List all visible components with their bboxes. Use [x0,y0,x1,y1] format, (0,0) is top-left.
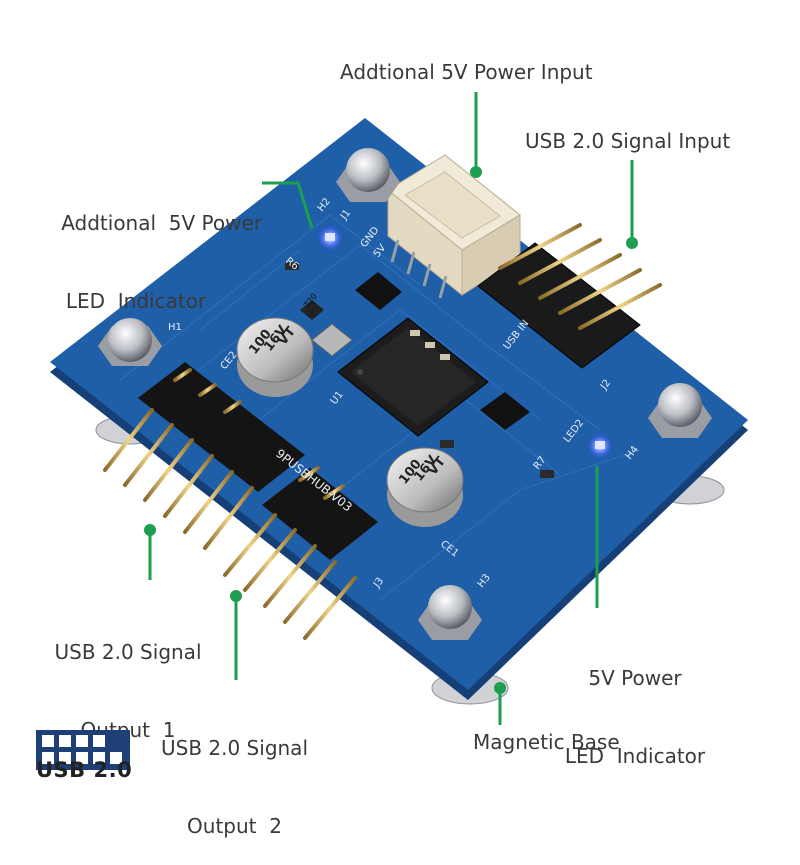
label-output-2-line2: Output 2 [187,814,282,838]
crystal [311,323,353,357]
nut-h3 [418,585,482,640]
output-pin-header-1 [103,362,305,550]
nut-h2 [336,148,400,202]
label-power-input: Addtional 5V Power Input [340,60,593,84]
label-power-led: Addtional 5V Power LED Indicator [30,158,262,340]
label-output-2-line1: USB 2.0 Signal [160,736,308,760]
nut-h1 [98,318,162,366]
label-power-led-line2: LED Indicator [65,289,207,313]
usb-logo-icon [36,730,130,770]
capacitor-ce2 [236,317,314,397]
power-led [586,432,614,460]
label-signal-input: USB 2.0 Signal Input [525,129,731,153]
output-pin-header-2 [223,466,378,640]
label-magnetic-base: Magnetic Base [473,730,620,754]
label-5v-led-line1: 5V Power [588,666,682,690]
power-input-led [316,224,344,252]
capacitor-ce1 [386,447,464,527]
usb-logo-text: USB 2.0 [36,758,133,782]
hub-chip [337,317,489,437]
label-output-1-line1: USB 2.0 Signal [54,640,202,664]
pcb-illustration: 9PUSBHUB-V03 H1 H2 H3 H4 J1 J2 J3 U1 LED… [50,92,748,725]
callout-dots [144,166,638,694]
nut-h4 [648,383,712,438]
label-5v-led: 5V Power LED Indicator [555,613,715,795]
smd-parts [285,262,554,478]
label-power-led-line1: Addtional 5V Power [61,211,262,235]
label-output-2: USB 2.0 Signal Output 2 [152,683,317,865]
input-pin-header [477,223,662,396]
silk-h1: H1 [168,322,182,333]
label-5v-led-line2: LED Indicator [564,744,706,768]
callout-lines [148,92,634,725]
jst-power-connector [387,154,521,299]
